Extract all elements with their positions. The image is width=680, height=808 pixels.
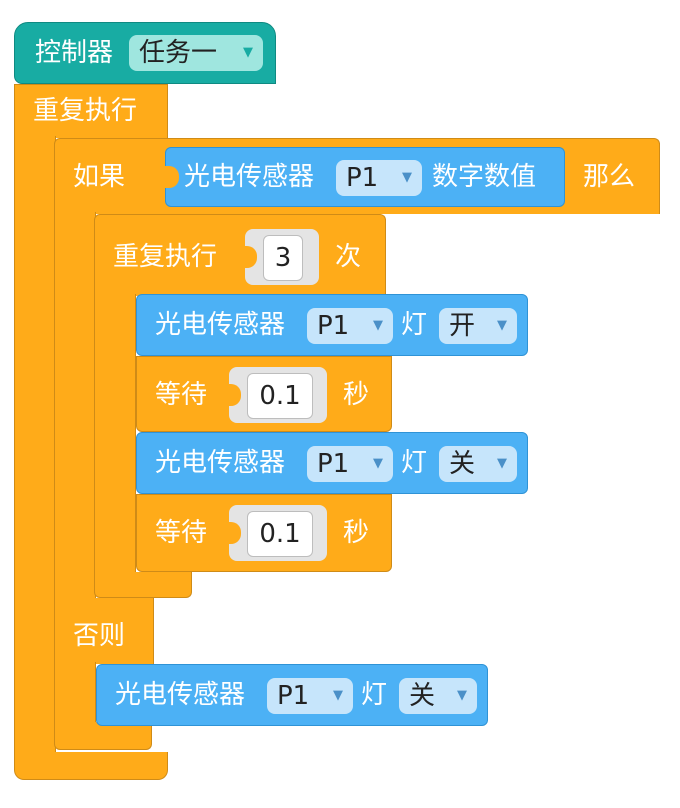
chevron-down-icon: ▼ <box>497 456 507 471</box>
condition-mode-label: 数字数值 <box>432 162 537 192</box>
chevron-down-icon: ▼ <box>373 318 383 333</box>
task-value: 任务一 <box>139 38 218 68</box>
condition-sensor-label: 光电传感器 <box>184 162 315 192</box>
wait-unit-label-2: 秒 <box>343 518 370 548</box>
light-off-block[interactable]: 光电传感器 P1 ▼ 灯 关 ▼ <box>136 432 528 494</box>
light-on-port-value: P1 <box>317 311 350 341</box>
condition-port-dropdown[interactable]: P1 ▼ <box>336 160 422 196</box>
repeat-unit-label: 次 <box>335 242 362 272</box>
else-label: 否则 <box>73 621 126 651</box>
input-notch <box>243 246 257 268</box>
repeat-foot <box>94 572 192 598</box>
if-block[interactable]: 如果 光电传感器 P1 ▼ 数字数值 那么 <box>54 138 660 214</box>
light-off-light-label: 灯 <box>401 448 428 478</box>
light-off-state-dropdown[interactable]: 关 ▼ <box>439 446 517 482</box>
wait-unit-label-1: 秒 <box>343 380 370 410</box>
wait-label-2: 等待 <box>155 518 208 548</box>
else-block: 否则 <box>54 598 154 664</box>
else-light-port-value: P1 <box>277 681 310 711</box>
condition-sensor-block[interactable]: 光电传感器 P1 ▼ 数字数值 <box>165 147 565 207</box>
chevron-down-icon: ▼ <box>243 45 253 60</box>
else-light-label: 灯 <box>361 680 388 710</box>
else-arm <box>54 662 96 724</box>
light-on-state-dropdown[interactable]: 开 ▼ <box>439 308 517 344</box>
else-light-state-value: 关 <box>409 681 436 711</box>
chevron-down-icon: ▼ <box>373 456 383 471</box>
forever-loop-label: 重复执行 <box>33 96 138 126</box>
forever-loop-block[interactable]: 重复执行 <box>14 84 168 138</box>
light-off-port-value: P1 <box>317 449 350 479</box>
wait-seconds-input-2[interactable]: 0.1 <box>247 511 313 557</box>
chevron-down-icon: ▼ <box>497 318 507 333</box>
then-label: 那么 <box>583 162 636 192</box>
light-off-state-value: 关 <box>449 449 476 479</box>
controller-block[interactable]: 控制器 任务一 ▼ <box>14 22 276 84</box>
light-on-sensor-label: 光电传感器 <box>155 310 286 340</box>
task-dropdown[interactable]: 任务一 ▼ <box>129 35 263 71</box>
input-notch <box>227 384 241 406</box>
repeat-count-slot: 3 <box>243 229 319 285</box>
wait-label-1: 等待 <box>155 380 208 410</box>
if-label: 如果 <box>73 162 126 192</box>
wait-block-2[interactable]: 等待 0.1 秒 <box>136 494 392 572</box>
chevron-down-icon: ▼ <box>333 688 343 703</box>
chevron-down-icon: ▼ <box>402 170 412 185</box>
repeat-block[interactable]: 重复执行 3 次 <box>94 214 386 296</box>
light-off-port-dropdown[interactable]: P1 ▼ <box>307 446 393 482</box>
condition-port-value: P1 <box>346 163 379 193</box>
wait-seconds-slot-1: 0.1 <box>227 367 327 423</box>
controller-label: 控制器 <box>35 38 114 68</box>
repeat-count-input[interactable]: 3 <box>263 235 303 281</box>
chevron-down-icon: ▼ <box>457 688 467 703</box>
else-light-state-dropdown[interactable]: 关 ▼ <box>399 678 477 714</box>
light-off-sensor-label: 光电传感器 <box>155 448 286 478</box>
input-notch <box>165 166 179 188</box>
light-on-light-label: 灯 <box>401 310 428 340</box>
wait-block-1[interactable]: 等待 0.1 秒 <box>136 356 392 432</box>
else-light-port-dropdown[interactable]: P1 ▼ <box>267 678 353 714</box>
repeat-arm <box>94 294 136 574</box>
light-on-state-value: 开 <box>449 311 476 341</box>
wait-seconds-input-1[interactable]: 0.1 <box>247 373 313 419</box>
forever-loop-arm <box>14 136 56 756</box>
if-arm <box>54 212 96 620</box>
if-foot <box>54 722 152 750</box>
input-notch <box>227 522 241 544</box>
wait-seconds-slot-2: 0.1 <box>227 505 327 561</box>
else-light-sensor-label: 光电传感器 <box>115 680 246 710</box>
else-light-off-block[interactable]: 光电传感器 P1 ▼ 灯 关 ▼ <box>96 664 488 726</box>
light-on-port-dropdown[interactable]: P1 ▼ <box>307 308 393 344</box>
light-on-block[interactable]: 光电传感器 P1 ▼ 灯 开 ▼ <box>136 294 528 356</box>
repeat-label: 重复执行 <box>113 242 218 272</box>
forever-loop-foot <box>14 752 168 780</box>
